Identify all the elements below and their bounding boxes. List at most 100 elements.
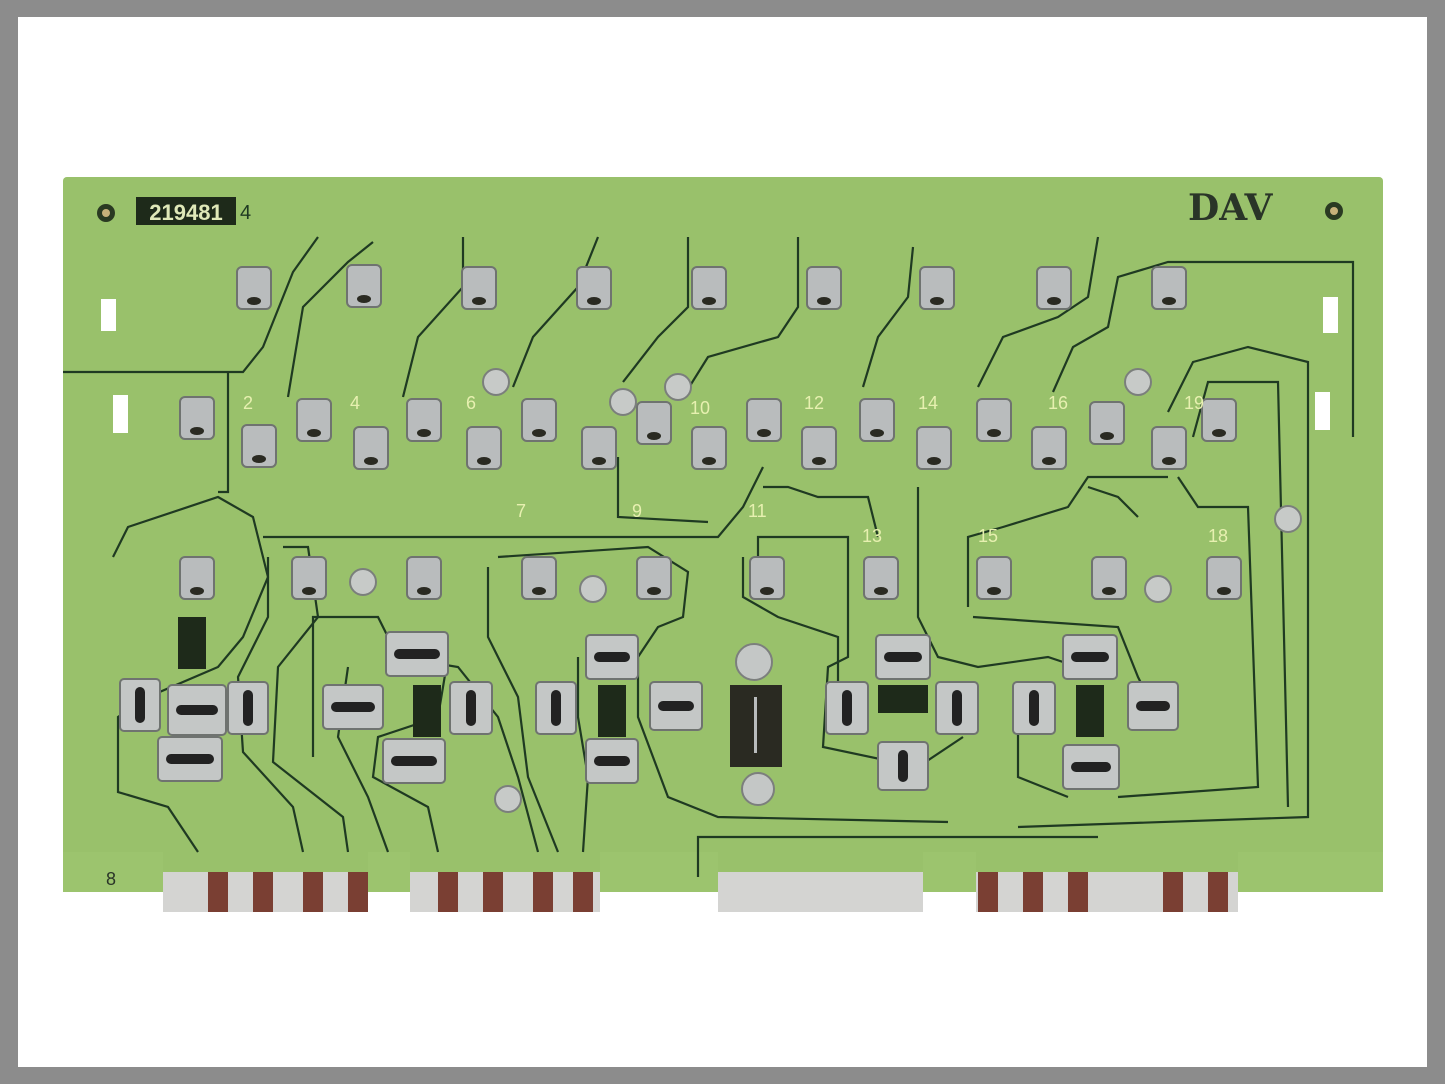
pad-label: 4 <box>350 393 360 413</box>
solder-pad <box>1089 401 1125 445</box>
pad-label: 9 <box>632 501 642 521</box>
solder-pad <box>746 398 782 442</box>
pad-hole <box>417 429 431 437</box>
solder-pad <box>1036 266 1072 310</box>
solder-pad <box>346 264 382 308</box>
pad-hole <box>364 457 378 465</box>
solder-pad <box>636 556 672 600</box>
solder-pad <box>353 426 389 470</box>
transistor-lead <box>754 697 757 753</box>
part-number: 219481 <box>149 200 222 225</box>
solder-pad <box>296 398 332 442</box>
pad-hole <box>987 587 1001 595</box>
solder-pad <box>406 398 442 442</box>
pad-hole <box>874 587 888 595</box>
solder-pad <box>863 556 899 600</box>
pad-hole <box>812 457 826 465</box>
slot-hole <box>1136 701 1170 711</box>
pad-label: 12 <box>804 393 824 413</box>
slot-hole <box>135 687 145 723</box>
solder-pad <box>1031 426 1067 470</box>
pad-label: 14 <box>918 393 938 413</box>
pad-hole <box>870 429 884 437</box>
solder-pad <box>1091 556 1127 600</box>
pad-hole <box>927 457 941 465</box>
slot-hole <box>1029 690 1039 726</box>
mounting-hole <box>1330 207 1338 215</box>
solder-pad <box>919 266 955 310</box>
pad-hole <box>532 429 546 437</box>
pad-hole <box>477 457 491 465</box>
solder-blob <box>664 373 692 401</box>
pad-hole <box>190 427 204 435</box>
solder-blob <box>579 575 607 603</box>
pad-hole <box>647 587 661 595</box>
pad-label: 18 <box>1208 526 1228 546</box>
solder-pad <box>406 556 442 600</box>
pad-label: 13 <box>862 526 882 546</box>
solder-pad <box>801 426 837 470</box>
slot-hole <box>176 705 218 715</box>
pad-hole <box>252 455 266 463</box>
pad-hole <box>1042 457 1056 465</box>
slot-hole <box>1071 652 1109 662</box>
solder-pad <box>976 556 1012 600</box>
pad-hole <box>930 297 944 305</box>
solder-pad <box>1201 398 1237 442</box>
pad-hole <box>1047 297 1061 305</box>
component-outline <box>1076 685 1104 737</box>
solder-pad <box>576 266 612 310</box>
pad-label: 6 <box>466 393 476 413</box>
solder-pad <box>179 556 215 600</box>
slot-hole <box>594 652 630 662</box>
pad-hole <box>592 457 606 465</box>
solder-pads <box>179 264 1302 813</box>
pad-label: 19 <box>1184 393 1204 413</box>
solder-blob <box>735 643 773 681</box>
solder-blob <box>609 388 637 416</box>
pad-label: 10 <box>690 398 710 418</box>
solder-blob <box>741 772 775 806</box>
solder-pad <box>466 426 502 470</box>
pad-hole <box>307 429 321 437</box>
mounting-hole <box>102 209 110 217</box>
solder-pad <box>241 424 277 468</box>
slot-cutout <box>101 299 116 331</box>
part-number-suffix: 4 <box>240 202 251 224</box>
solder-pad <box>916 426 952 470</box>
solder-pad <box>636 401 672 445</box>
slot-hole <box>394 649 440 659</box>
slot-cutout <box>1315 392 1330 430</box>
solder-pad <box>291 556 327 600</box>
solder-blob <box>1124 368 1152 396</box>
solder-pad <box>749 556 785 600</box>
solder-pad <box>236 266 272 310</box>
solder-pad <box>179 396 215 440</box>
pad-hole <box>532 587 546 595</box>
component-outline <box>878 685 928 713</box>
slot-hole <box>391 756 437 766</box>
slot-hole <box>952 690 962 726</box>
pad-hole <box>647 432 661 440</box>
pad-hole <box>817 297 831 305</box>
pad-label: 11 <box>748 501 767 521</box>
slot-hole <box>466 690 476 726</box>
pad-hole <box>302 587 316 595</box>
solder-pad <box>976 398 1012 442</box>
solder-pad <box>691 426 727 470</box>
component-pads <box>119 617 1179 791</box>
bottom-notch <box>368 852 410 892</box>
pad-hole <box>587 297 601 305</box>
bottom-notch <box>923 852 976 892</box>
solder-blob <box>1144 575 1172 603</box>
pad-hole <box>702 297 716 305</box>
slot-hole <box>842 690 852 726</box>
bottom-notch <box>1238 852 1383 892</box>
slot-hole <box>594 756 630 766</box>
corner-mark: 8 <box>106 869 116 889</box>
brand-logo: DAV <box>1188 187 1274 229</box>
pad-hole <box>1162 457 1176 465</box>
bottom-notch <box>600 852 718 892</box>
component-outline <box>413 685 441 737</box>
